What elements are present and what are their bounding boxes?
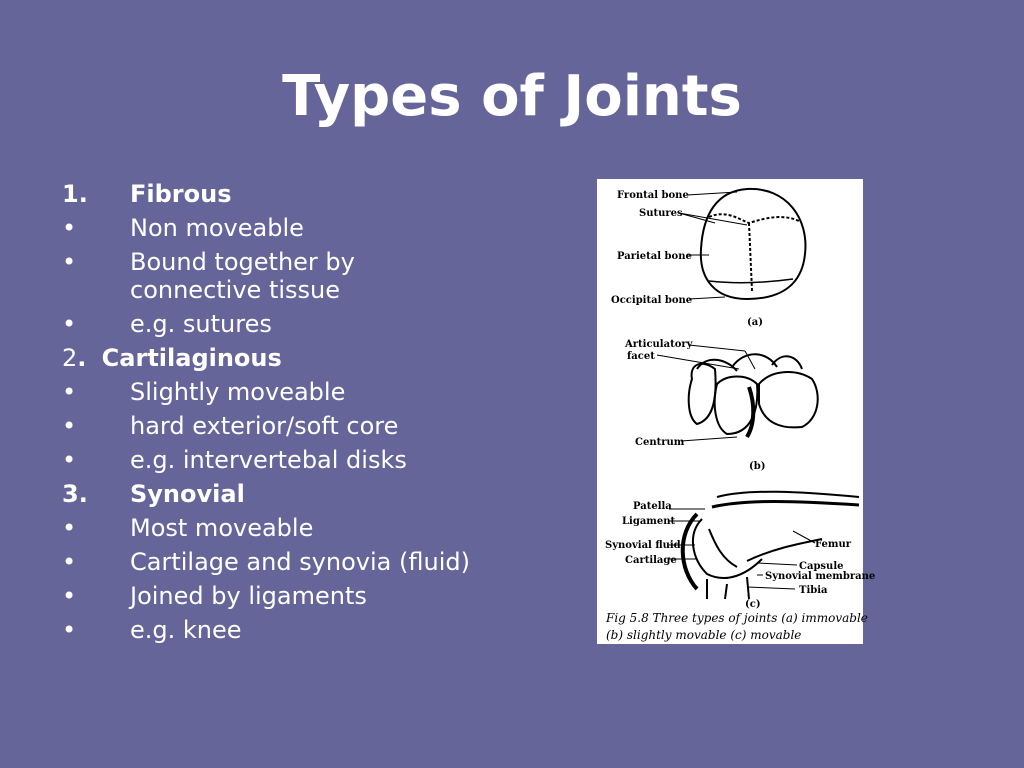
figure-caption-line1: Fig 5.8 Three types of joints (a) immova… <box>605 611 868 625</box>
list-item: • Cartilage and synovia (fluid) <box>62 548 582 576</box>
list-heading-fibrous: Fibrous <box>130 180 232 208</box>
list-text: e.g. knee <box>130 616 242 644</box>
list-item: 3. Synovial <box>62 480 582 508</box>
list-heading-cartilaginous: Cartilaginous <box>101 344 282 372</box>
bullet: • <box>62 446 77 474</box>
bullet: • <box>62 214 77 242</box>
list-number: 3. <box>62 480 88 508</box>
skull-diagram <box>678 187 807 301</box>
label-centrum: Centrum <box>635 437 685 448</box>
list-item: • hard exterior/soft core <box>62 412 582 440</box>
label-c: (c) <box>745 599 761 610</box>
list-item: • Joined by ligaments <box>62 582 582 610</box>
bullet: • <box>62 378 77 406</box>
knee-diagram <box>669 490 860 600</box>
bullet: • <box>62 548 77 576</box>
bullet: • <box>62 310 77 338</box>
bullet: • <box>62 248 77 276</box>
list-item: • Bound together by connective tissue <box>62 248 582 304</box>
label-occipital-bone: Occipital bone <box>611 295 692 306</box>
list-number: 1. <box>62 180 88 208</box>
list-number-dot: . <box>77 344 87 372</box>
list-text: Slightly moveable <box>130 378 346 406</box>
label-patella: Patella <box>633 501 672 512</box>
bullet: • <box>62 412 77 440</box>
bullet: • <box>62 514 77 542</box>
list-text: Bound together by connective tissue <box>130 248 355 304</box>
vertebrae-diagram <box>656 344 819 442</box>
label-sutures: Sutures <box>639 208 683 219</box>
list-number: 2 <box>62 344 78 372</box>
label-parietal-bone: Parietal bone <box>617 251 692 262</box>
label-ligament: Ligament <box>622 516 676 527</box>
list-item: 2. Cartilaginous <box>62 344 582 372</box>
label-synovial-fluid: Synovial fluid <box>605 540 681 551</box>
list-item: • Slightly moveable <box>62 378 582 406</box>
label-facet: facet <box>627 351 655 362</box>
list-heading-synovial: Synovial <box>130 480 245 508</box>
joint-types-figure: Frontal bone Sutures Parietal bone Occip… <box>597 179 875 644</box>
bullet: • <box>62 582 77 610</box>
label-cartilage: Cartilage <box>625 555 677 566</box>
label-capsule: Capsule <box>799 561 844 572</box>
list-item: • Non moveable <box>62 214 582 242</box>
list-text: e.g. sutures <box>130 310 272 338</box>
list-text: e.g. intervertebal disks <box>130 446 407 474</box>
list-item: • e.g. knee <box>62 616 582 644</box>
list-item: • e.g. sutures <box>62 310 582 338</box>
joint-types-list: 1. Fibrous • Non moveable • Bound togeth… <box>62 180 582 650</box>
label-synovial-membrane: Synovial membrane <box>765 571 875 582</box>
joint-diagrams: Frontal bone Sutures Parietal bone Occip… <box>605 187 875 642</box>
label-tibia: Tibia <box>799 585 828 596</box>
list-text: Non moveable <box>130 214 304 242</box>
list-item: • Most moveable <box>62 514 582 542</box>
list-item: • e.g. intervertebal disks <box>62 446 582 474</box>
slide-title: Types of Joints <box>282 64 742 129</box>
label-b: (b) <box>749 461 765 472</box>
list-item: 1. Fibrous <box>62 180 582 208</box>
label-a: (a) <box>747 317 763 328</box>
list-text: Cartilage and synovia (fluid) <box>130 548 470 576</box>
label-femur: Femur <box>815 539 852 550</box>
list-text: Joined by ligaments <box>130 582 367 610</box>
list-text: hard exterior/soft core <box>130 412 399 440</box>
label-articulatory: Articulatory <box>624 339 694 350</box>
bullet: • <box>62 616 77 644</box>
figure-caption-line2: (b) slightly movable (c) movable <box>606 628 801 642</box>
label-frontal-bone: Frontal bone <box>617 190 689 201</box>
list-text: Most moveable <box>130 514 314 542</box>
